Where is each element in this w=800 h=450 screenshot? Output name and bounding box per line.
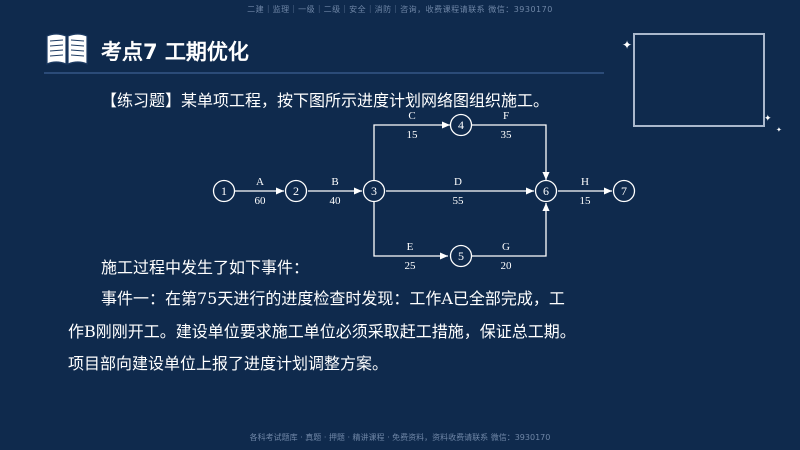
top-watermark: 二建｜监理｜一级｜二级｜安全｜消防｜咨询，收费课程请联系 微信：3930170 <box>247 5 553 14</box>
sparkle-icon: ✦ <box>764 114 772 124</box>
arrow-F <box>472 124 550 180</box>
activity-name-F: F <box>503 110 509 122</box>
bottom-watermark: 各科考试题库 · 真题 · 押题 · 精讲课程 · 免费资料，资料收费请联系 微… <box>249 433 551 442</box>
open-book-icon <box>46 33 88 65</box>
activity-name-E: E <box>407 241 414 253</box>
activity-duration-H: 15 <box>580 195 592 207</box>
node-4 <box>449 113 473 137</box>
arrow-E <box>373 202 448 260</box>
activity-name-B: B <box>331 176 338 188</box>
events-intro: 施工过程中发生了如下事件： <box>101 258 310 277</box>
adjustment-statement: 项目部向建设单位上报了进度计划调整方案。 <box>68 354 389 373</box>
activity-duration-E: 25 <box>405 260 417 272</box>
activity-duration-B: 40 <box>330 195 342 207</box>
activity-name-H: H <box>581 176 589 188</box>
node-label: 1 <box>221 184 227 198</box>
page-title: 考点7 工期优化 <box>101 40 249 64</box>
activity-duration-A: 60 <box>255 195 267 207</box>
activity-name-D: D <box>454 176 462 188</box>
activity-duration-F: 35 <box>501 129 513 141</box>
exercise-intro: 【练习题】某单项工程，按下图所示进度计划网络图组织施工。 <box>101 91 550 110</box>
activity-duration-D: 55 <box>453 195 465 207</box>
node-2 <box>284 179 308 203</box>
node-label: 6 <box>543 184 549 198</box>
arrow-C <box>373 121 450 180</box>
node-label: 5 <box>458 249 464 263</box>
node-label: 7 <box>621 184 627 198</box>
event-one-line2: 作B刚刚开工。建设单位要求施工单位必须采取赶工措施，保证总工期。 <box>68 322 576 341</box>
node-label: 4 <box>458 118 464 132</box>
network-diagram: 1 2 3 4 5 6 7 A 60 B 40 C 15 D 55 E 25 F… <box>212 110 636 272</box>
sparkle-icon: ✦ <box>622 38 633 52</box>
activity-duration-G: 20 <box>501 260 513 272</box>
node-label: 2 <box>293 184 299 198</box>
node-label: 3 <box>371 184 377 198</box>
sparkle-icon: ✦ <box>776 126 782 134</box>
node-1 <box>212 179 236 203</box>
video-overlay-frame <box>633 33 765 127</box>
activity-name-A: A <box>256 176 264 188</box>
arrow-G <box>472 203 550 257</box>
node-5 <box>449 244 473 268</box>
node-3 <box>362 179 386 203</box>
activity-name-C: C <box>408 110 415 122</box>
node-6 <box>534 179 558 203</box>
activity-name-G: G <box>502 241 510 253</box>
node-7 <box>612 179 636 203</box>
activity-duration-C: 15 <box>407 129 419 141</box>
event-one-line1: 事件一：在第75天进行的进度检查时发现：工作A已全部完成，工 <box>101 289 565 308</box>
title-underline <box>44 72 604 74</box>
